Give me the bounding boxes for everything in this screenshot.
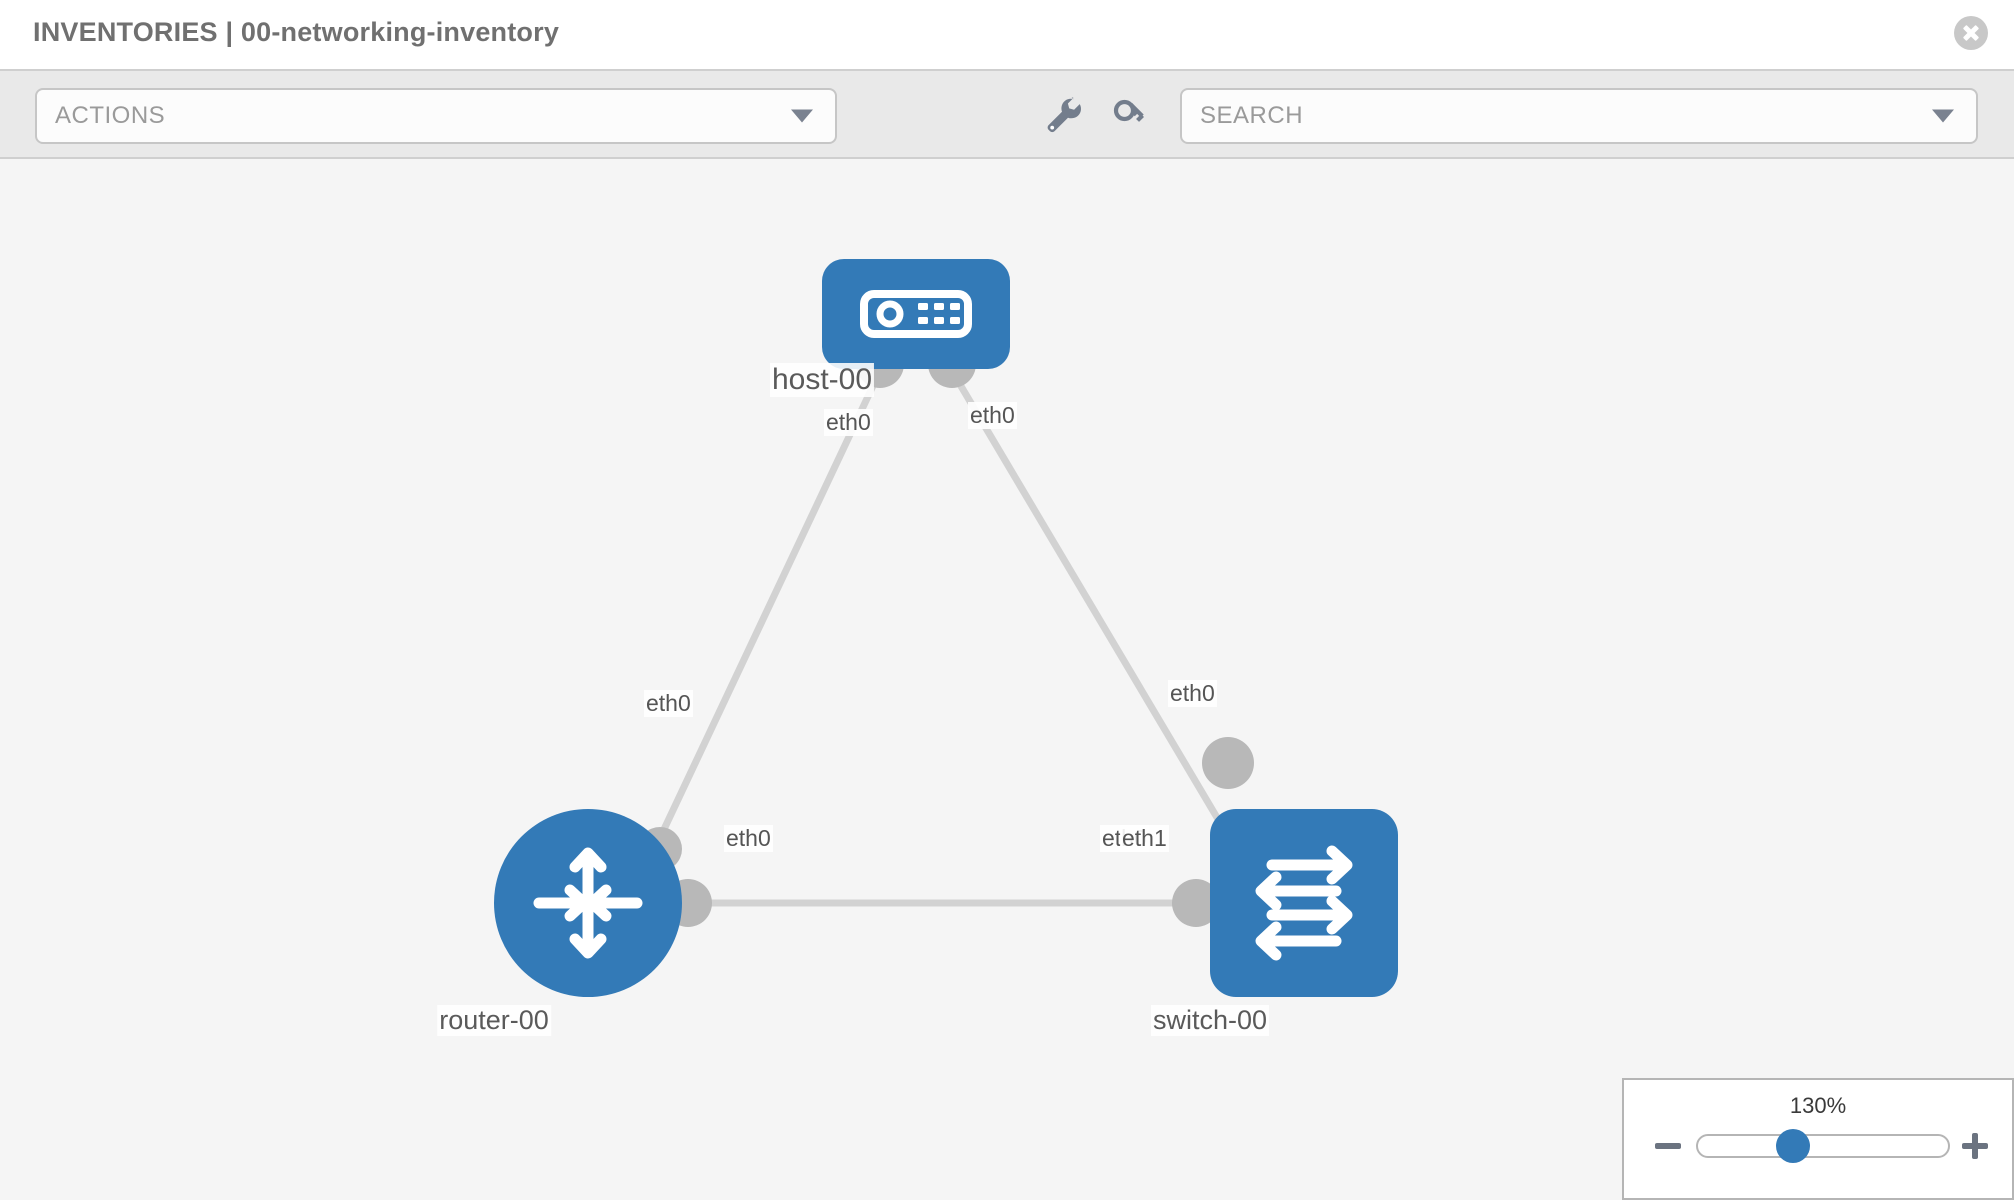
iface-label-switch-upper: eth0 <box>1168 680 1217 707</box>
wrench-icon[interactable] <box>1040 93 1086 139</box>
search-placeholder: SEARCH <box>1200 102 1304 129</box>
zoom-out-button[interactable] <box>1653 1131 1683 1161</box>
zoom-slider-thumb[interactable] <box>1776 1129 1810 1163</box>
host-node-shape[interactable] <box>822 259 1010 369</box>
switch-node-shape[interactable] <box>1210 809 1398 997</box>
topology-canvas[interactable]: host-00 rout <box>0 159 2014 1200</box>
search-input[interactable]: SEARCH <box>1180 88 1978 144</box>
chevron-down-icon <box>1932 109 1954 123</box>
page-title: INVENTORIES | 00-networking-inventory <box>33 17 560 47</box>
iface-label-host-right: eth0 <box>968 402 1017 429</box>
actions-dropdown-label: ACTIONS <box>55 102 166 129</box>
zoom-level-value: 130% <box>1789 1093 1847 1118</box>
chevron-down-icon <box>791 109 813 123</box>
router-icon <box>533 847 643 959</box>
iface-label-host-left: eth0 <box>824 409 873 436</box>
iface-label-router-upper: eth0 <box>644 690 693 717</box>
connector-switch-up <box>1202 737 1254 789</box>
zoom-slider-track[interactable] <box>1696 1134 1950 1158</box>
connector-switch-left <box>1172 879 1220 927</box>
iface-label-switch-left: eth1 <box>1120 825 1169 852</box>
close-icon[interactable] <box>1954 16 1988 50</box>
toolbar: ACTIONS SEARCH <box>0 69 2014 159</box>
link-host-router <box>646 369 884 861</box>
iface-label-router-right: eth0 <box>724 825 773 852</box>
key-icon[interactable] <box>1108 93 1154 139</box>
router-node-shape[interactable] <box>494 809 682 997</box>
node-label-router-00: router-00 <box>437 1005 551 1036</box>
switch-icon <box>1255 845 1353 961</box>
node-label-switch-00: switch-00 <box>1150 1005 1270 1036</box>
server-icon <box>860 290 972 338</box>
page-header: INVENTORIES | 00-networking-inventory <box>0 0 2014 69</box>
link-host-switch <box>948 369 1229 833</box>
zoom-in-button[interactable] <box>1960 1131 1990 1161</box>
node-label-host-00: host-00 <box>769 363 875 397</box>
actions-dropdown[interactable]: ACTIONS <box>35 88 837 144</box>
zoom-control-panel: 130% <box>1622 1078 2014 1200</box>
